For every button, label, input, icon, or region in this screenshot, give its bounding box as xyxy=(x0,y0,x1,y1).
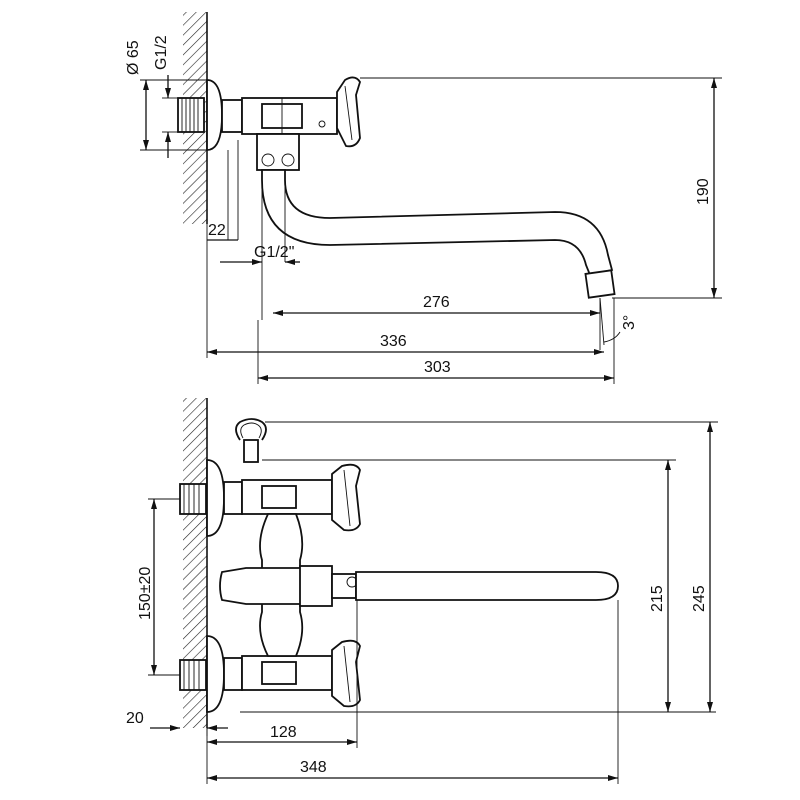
eccentric-nut xyxy=(221,99,243,133)
dim-336: 336 xyxy=(206,224,604,358)
dim-thread-outlet: G1/2" xyxy=(220,170,300,320)
dim-303: 303 xyxy=(257,298,615,384)
dim-336-label: 336 xyxy=(380,333,407,350)
dim-303-label: 303 xyxy=(424,359,451,376)
inlet-thread xyxy=(177,97,205,133)
dim-348: 348 xyxy=(206,600,619,784)
dim-22-label: 22 xyxy=(208,222,226,239)
dim-22: 22 xyxy=(207,222,238,241)
dim-angle-label: 3° xyxy=(621,315,638,330)
dim-20-label: 20 xyxy=(126,710,144,727)
dim-20: 20 xyxy=(126,710,228,736)
dim-angle: 3° xyxy=(599,297,638,346)
dim-245-label: 245 xyxy=(691,585,708,612)
dim-190-label: 190 xyxy=(695,178,712,205)
dim-128-label: 128 xyxy=(270,724,297,741)
spout xyxy=(261,169,614,277)
dim-215-label: 215 xyxy=(649,585,666,612)
swivel-nut xyxy=(256,133,300,171)
dim-245: 245 xyxy=(265,421,718,712)
lower-valve xyxy=(241,639,361,708)
aerator xyxy=(584,269,616,299)
dim-thread-outlet-label: G1/2" xyxy=(254,244,294,261)
escutcheon-top xyxy=(206,79,223,151)
top-view: Ø 65 G1/2 22 G1/2" xyxy=(125,12,722,384)
dim-190: 190 xyxy=(360,77,722,299)
dim-150: 150±20 xyxy=(137,498,180,676)
dim-128: 128 xyxy=(207,600,358,748)
dim-diameter-label: Ø 65 xyxy=(125,40,142,75)
lower-inlet xyxy=(179,635,243,713)
shower-holder xyxy=(235,418,267,463)
dim-diameter: Ø 65 xyxy=(125,40,207,151)
dim-276: 276 xyxy=(273,294,601,350)
upper-inlet xyxy=(179,459,243,537)
dim-215: 215 xyxy=(240,459,716,713)
dim-thread-inlet: G1/2 xyxy=(153,35,178,158)
upper-valve xyxy=(241,463,361,532)
bottom-view: 150±20 215 245 20 xyxy=(126,398,718,784)
dim-150-label: 150±20 xyxy=(137,567,154,620)
diverter-spout xyxy=(219,565,619,607)
dim-348-label: 348 xyxy=(300,759,327,776)
dim-276-label: 276 xyxy=(423,294,450,311)
dim-thread-inlet-label: G1/2 xyxy=(153,35,170,70)
